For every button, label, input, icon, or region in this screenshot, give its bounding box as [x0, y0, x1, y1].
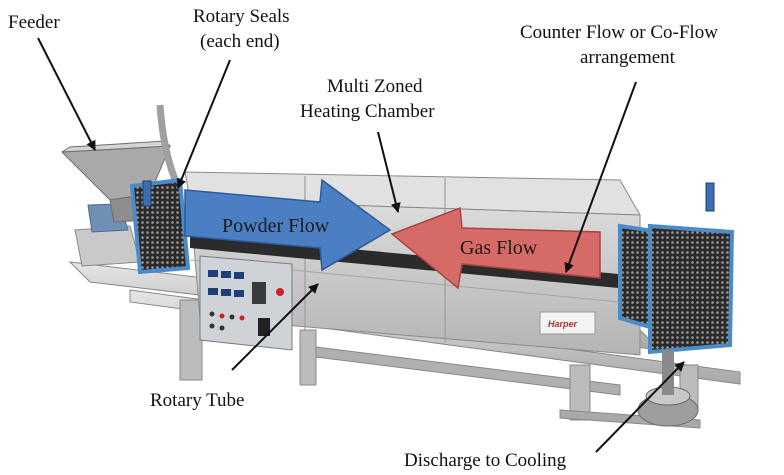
brand-text: Harper — [548, 319, 578, 329]
left-sensor-bar — [142, 180, 152, 207]
brand-plate — [539, 311, 596, 335]
drive-unit — [74, 203, 141, 267]
rotary-seals-pointer — [176, 59, 231, 189]
feeder-pointer — [37, 37, 96, 151]
right-seal-cage — [618, 182, 735, 355]
rotary-seals-label-line2: (each end) — [200, 31, 280, 52]
rotary-tube-label: Rotary Tube — [150, 390, 245, 411]
gas-flow-label: Gas Flow — [460, 237, 538, 259]
callout-arrows — [37, 37, 685, 453]
discharge-pointer — [595, 361, 685, 453]
heating-pointer — [377, 131, 401, 213]
heating-label-line2: Heating Chamber — [300, 101, 435, 122]
right-sensor-bar — [705, 182, 715, 212]
feeder-label: Feeder — [8, 12, 60, 33]
rotary-seals-label-line1: Rotary Seals — [193, 6, 290, 27]
discharge-hopper — [637, 350, 699, 427]
discharge-label: Discharge to Cooling — [404, 450, 567, 471]
feed-pipe — [156, 104, 180, 184]
counter-flow-label-line2: arrangement — [580, 47, 676, 68]
rotary-tube-pointer — [231, 283, 319, 371]
heating-label-line1: Multi Zoned — [327, 76, 423, 97]
control-panel — [199, 255, 293, 351]
counter-flow-pointer — [564, 81, 637, 273]
callout-labels: Feeder Rotary Seals (each end) Multi Zon… — [8, 6, 718, 471]
powder-flow-label: Powder Flow — [222, 215, 330, 237]
counter-flow-label-line1: Counter Flow or Co-Flow — [520, 22, 718, 43]
powder-flow-arrow: Powder Flow — [184, 178, 392, 272]
left-seal-cage — [129, 177, 191, 275]
gas-flow-arrow: Gas Flow — [390, 206, 601, 290]
